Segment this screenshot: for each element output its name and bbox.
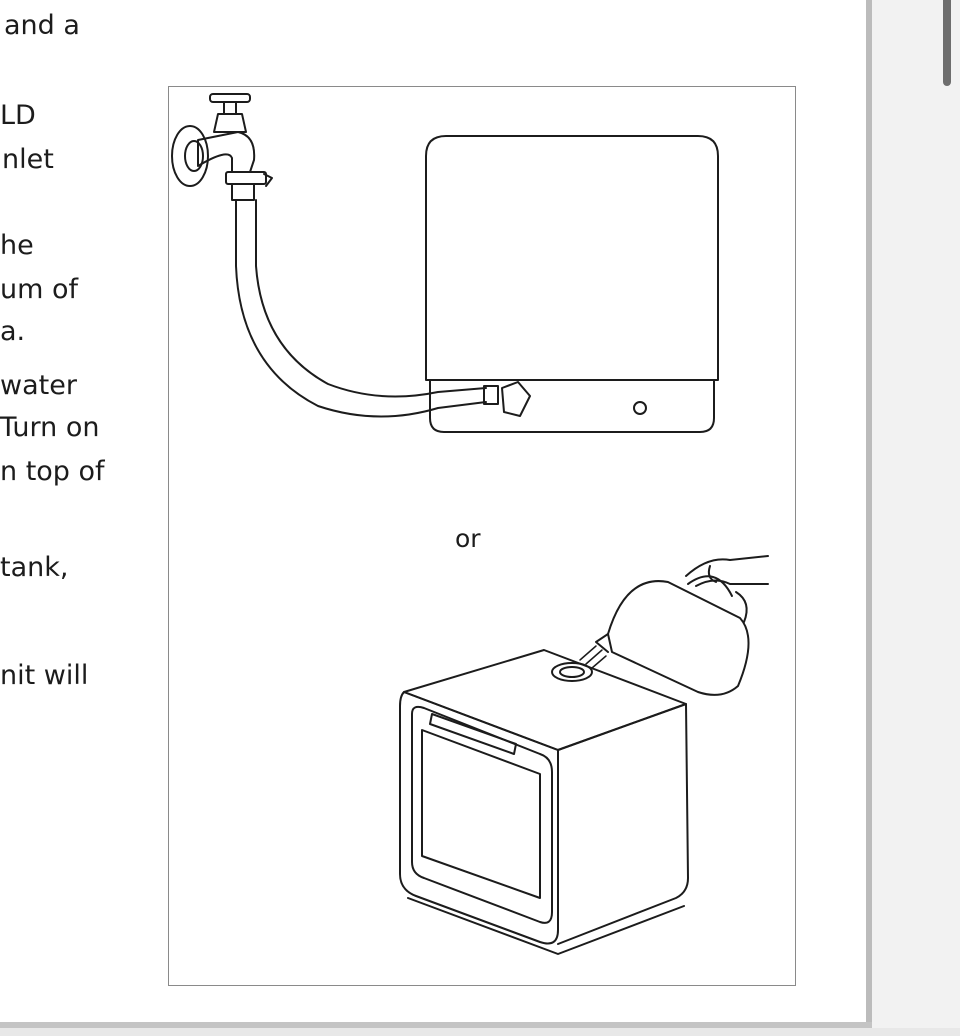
page-shadow-right — [866, 0, 872, 1026]
instruction-text-column: and a LD nlet he um of a. water Turn on … — [0, 0, 160, 720]
text-line: tank, — [0, 552, 69, 583]
text-line: LD — [0, 100, 36, 131]
text-line: um of — [0, 274, 79, 305]
viewer-background — [0, 1028, 960, 1036]
page-shadow-bottom — [0, 1022, 872, 1028]
dishwasher-side-view — [425, 135, 719, 433]
text-line: he — [0, 230, 34, 261]
hose-inlet-valve-icon — [483, 381, 531, 417]
faucet-icon — [171, 93, 273, 201]
scrollbar-thumb[interactable] — [943, 0, 951, 86]
pitcher-icon — [595, 575, 750, 696]
installation-illustration — [171, 93, 769, 955]
water-hose-icon — [235, 199, 487, 418]
text-line: Turn on — [0, 412, 100, 443]
text-line: a. — [0, 316, 26, 347]
illustration-frame — [168, 86, 796, 986]
text-line: nit will — [0, 660, 89, 691]
or-label: or — [455, 524, 481, 553]
text-line: water — [0, 370, 77, 401]
text-line: and a — [4, 10, 80, 41]
hand-icon — [685, 555, 769, 587]
manual-page — [0, 0, 866, 1022]
dishwasher-perspective-view — [399, 649, 689, 955]
text-line: n top of — [0, 456, 105, 487]
text-line: nlet — [2, 144, 54, 175]
water-stream-icon — [579, 645, 607, 669]
